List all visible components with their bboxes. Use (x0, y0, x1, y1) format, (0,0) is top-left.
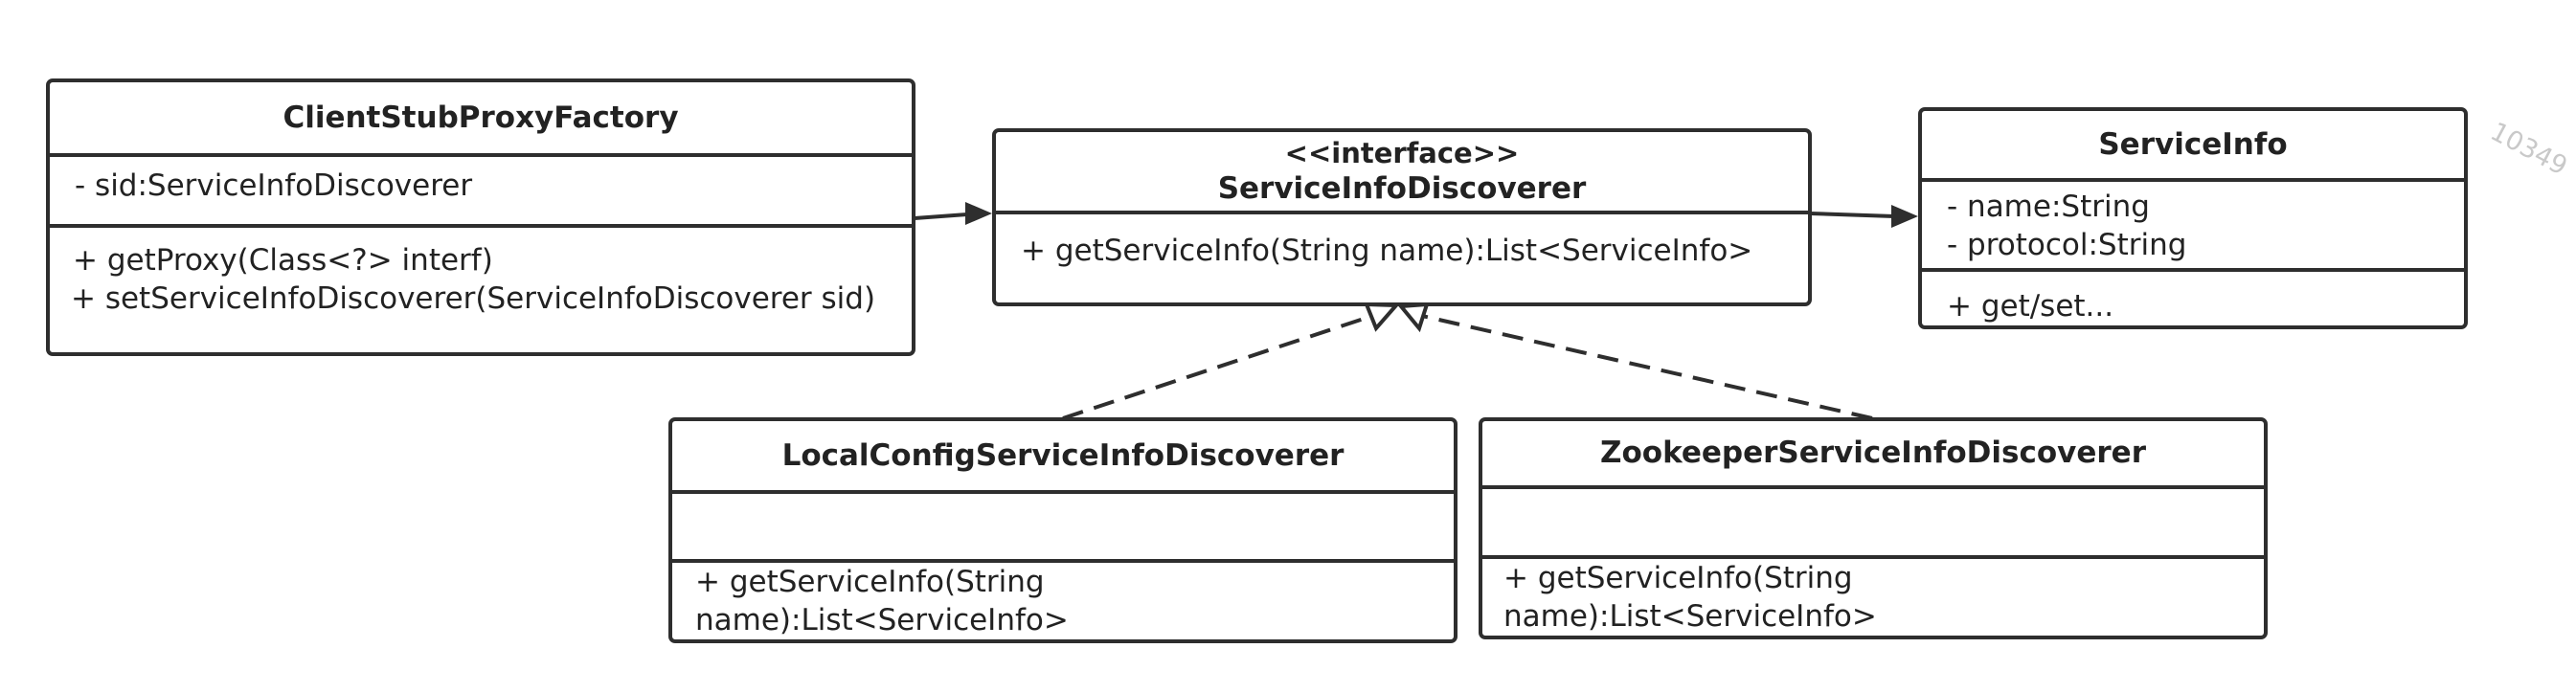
attributes-section: - name:String - protocol:String (1922, 178, 2464, 268)
association-arrow-discoverer-to-serviceinfo (1809, 205, 1918, 228)
realization-arrow-localconfig (1062, 302, 1401, 420)
association-arrow-factory-to-discoverer (914, 202, 992, 225)
methods-section: + getServiceInfo(String name):List<Servi… (1482, 555, 2264, 636)
class-name-local-config: LocalConfigServiceInfoDiscoverer (781, 437, 1344, 473)
methods-section: + getProxy(Class<?> interf) + setService… (50, 224, 912, 352)
class-service-info[interactable]: ServiceInfo - name:String - protocol:Str… (1918, 107, 2468, 329)
interface-name: ServiceInfoDiscoverer (1217, 170, 1587, 206)
interface-service-info-discoverer[interactable]: <<interface>> ServiceInfoDiscoverer + ge… (992, 128, 1812, 306)
attribute-name: - name:String (1947, 190, 2150, 225)
methods-section: + getServiceInfo(String name):List<Servi… (996, 211, 1808, 302)
class-client-stub-proxy-factory[interactable]: ClientStubProxyFactory - sid:ServiceInfo… (46, 78, 915, 356)
method-set-service-info-discoverer: + setServiceInfoDiscoverer(ServiceInfoDi… (71, 281, 876, 316)
attributes-section-empty (1482, 485, 2264, 555)
attributes-section-empty (672, 489, 1454, 559)
methods-section: + get/set... (1922, 268, 2464, 325)
class-name-client-stub-proxy-factory: ClientStubProxyFactory (282, 100, 679, 135)
method-get-service-info: + getServiceInfo(String name):List<Servi… (1021, 234, 1753, 268)
interface-stereotype: <<interface>> (1284, 136, 1520, 169)
method-get-service-info: + getServiceInfo(String name):List<Servi… (1503, 561, 1877, 634)
realization-arrow-zookeeper (1396, 302, 1873, 420)
interface-header: <<interface>> ServiceInfoDiscoverer (996, 132, 1808, 211)
class-name-zookeeper: ZookeeperServiceInfoDiscoverer (1600, 436, 2146, 471)
method-get-service-info: + getServiceInfo(String name):List<Servi… (695, 565, 1069, 637)
attribute-protocol: - protocol:String (1947, 228, 2187, 263)
method-get-proxy: + getProxy(Class<?> interf) (73, 243, 493, 278)
attributes-section: - sid:ServiceInfoDiscoverer (50, 153, 912, 224)
class-local-config-service-info-discoverer[interactable]: LocalConfigServiceInfoDiscoverer + getSe… (668, 417, 1457, 643)
class-name-service-info: ServiceInfo (2098, 126, 2288, 162)
class-zookeeper-service-info-discoverer[interactable]: ZookeeperServiceInfoDiscoverer + getServ… (1479, 417, 2268, 639)
attribute-sid: - sid:ServiceInfoDiscoverer (75, 168, 473, 203)
methods-section: + getServiceInfo(String name):List<Servi… (672, 559, 1454, 639)
method-get-set: + get/set... (1947, 289, 2114, 324)
